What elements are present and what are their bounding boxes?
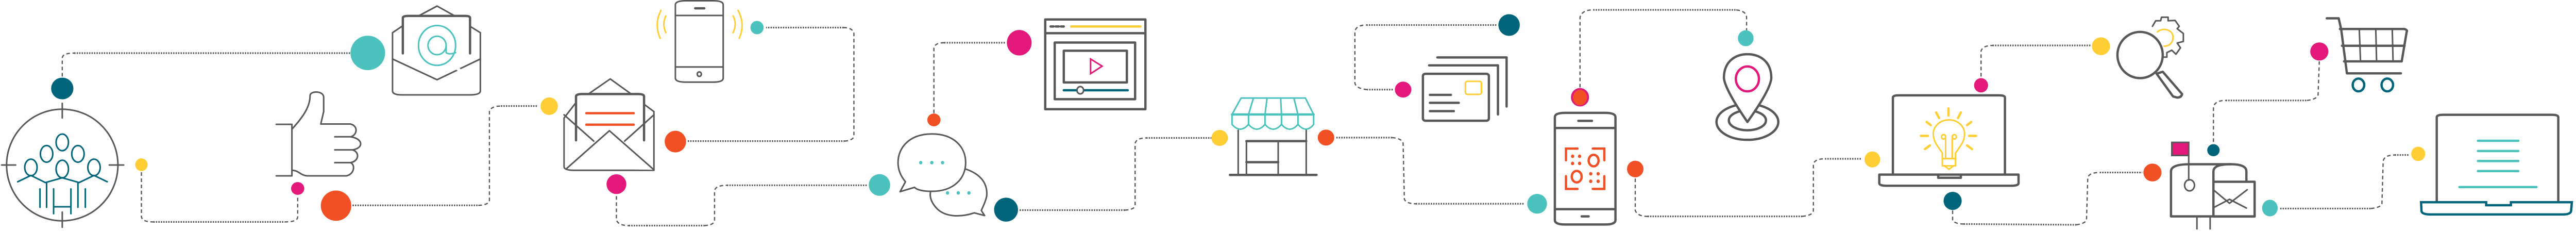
connector-line — [284, 196, 298, 222]
journey-node — [2207, 144, 2220, 157]
storefront-icon — [1230, 98, 1316, 175]
journey-node — [2143, 163, 2162, 182]
search-settings-icon — [2117, 17, 2183, 97]
chat-bubbles-icon — [898, 134, 987, 216]
connector-line — [2307, 61, 2319, 101]
journey-node — [1007, 30, 1032, 56]
video-player-icon — [1045, 20, 1145, 109]
panel-2 — [647, 1, 1316, 226]
target-audience-icon — [2, 103, 124, 227]
connector-line — [1580, 10, 1594, 87]
laptop-document-icon — [2421, 115, 2572, 215]
connector-line — [1355, 25, 1367, 90]
connector-line — [1964, 224, 2076, 225]
connector-line — [2371, 155, 2395, 209]
newsletter-envelope-icon — [564, 79, 654, 170]
journey-node — [1943, 191, 1962, 210]
email-at-icon — [393, 6, 480, 95]
journey-node — [1498, 14, 1520, 36]
connector-line — [1392, 138, 1416, 204]
connector-line — [1981, 45, 1992, 76]
connector-line — [843, 27, 854, 141]
journey-node — [750, 21, 764, 35]
journey-node — [1211, 130, 1228, 146]
journey-node — [927, 113, 941, 126]
journey-node — [2262, 200, 2278, 217]
connector-line — [142, 172, 154, 222]
ringing-phone-icon — [657, 1, 742, 83]
location-pin-icon — [1717, 54, 1778, 140]
panel-4 — [1879, 17, 2572, 229]
journey-node — [135, 158, 148, 171]
journey-node — [1527, 193, 1547, 214]
journey-node — [1974, 78, 1988, 93]
mobile-qr-scan-icon — [1555, 113, 1616, 224]
connector-line — [478, 106, 501, 206]
journey-node — [2411, 146, 2426, 161]
journey-node — [1395, 81, 1412, 98]
journey-node — [1317, 129, 1334, 146]
connector-line — [1953, 210, 1964, 224]
connector-line — [1802, 159, 1825, 217]
journey-node — [51, 77, 74, 100]
laptop-idea-icon — [1879, 95, 2019, 186]
connector-line — [616, 196, 629, 225]
connector-line — [1125, 138, 1146, 210]
journey-node — [320, 190, 351, 221]
journey-node — [869, 174, 890, 196]
panel-3 — [1317, 10, 1880, 224]
journey-node — [1738, 30, 1754, 46]
connector-line — [1736, 10, 1747, 30]
journey-node — [665, 130, 686, 153]
connector-line — [934, 43, 944, 113]
journey-node — [994, 197, 1018, 222]
connector-line — [62, 53, 74, 76]
thumbs-up-icon — [276, 92, 361, 176]
mailbox-icon — [2171, 142, 2255, 229]
journey-node — [540, 97, 558, 115]
journey-node — [1573, 90, 1587, 106]
journey-node — [2310, 42, 2329, 61]
connector-line — [2076, 173, 2100, 225]
journey-node — [2092, 37, 2110, 55]
journey-node — [291, 182, 304, 195]
journey-node — [1627, 160, 1644, 177]
journey-node — [606, 174, 626, 194]
shopping-cart-icon — [2327, 19, 2407, 92]
panel-1 — [2, 6, 654, 227]
credit-cards-icon — [1423, 57, 1506, 121]
journey-node — [350, 36, 385, 71]
connector-line — [2213, 101, 2226, 142]
connector-line — [704, 185, 727, 225]
journey-node — [1864, 151, 1880, 168]
customer-journey-diagram — [0, 0, 2576, 229]
connector-line — [1635, 178, 1648, 216]
